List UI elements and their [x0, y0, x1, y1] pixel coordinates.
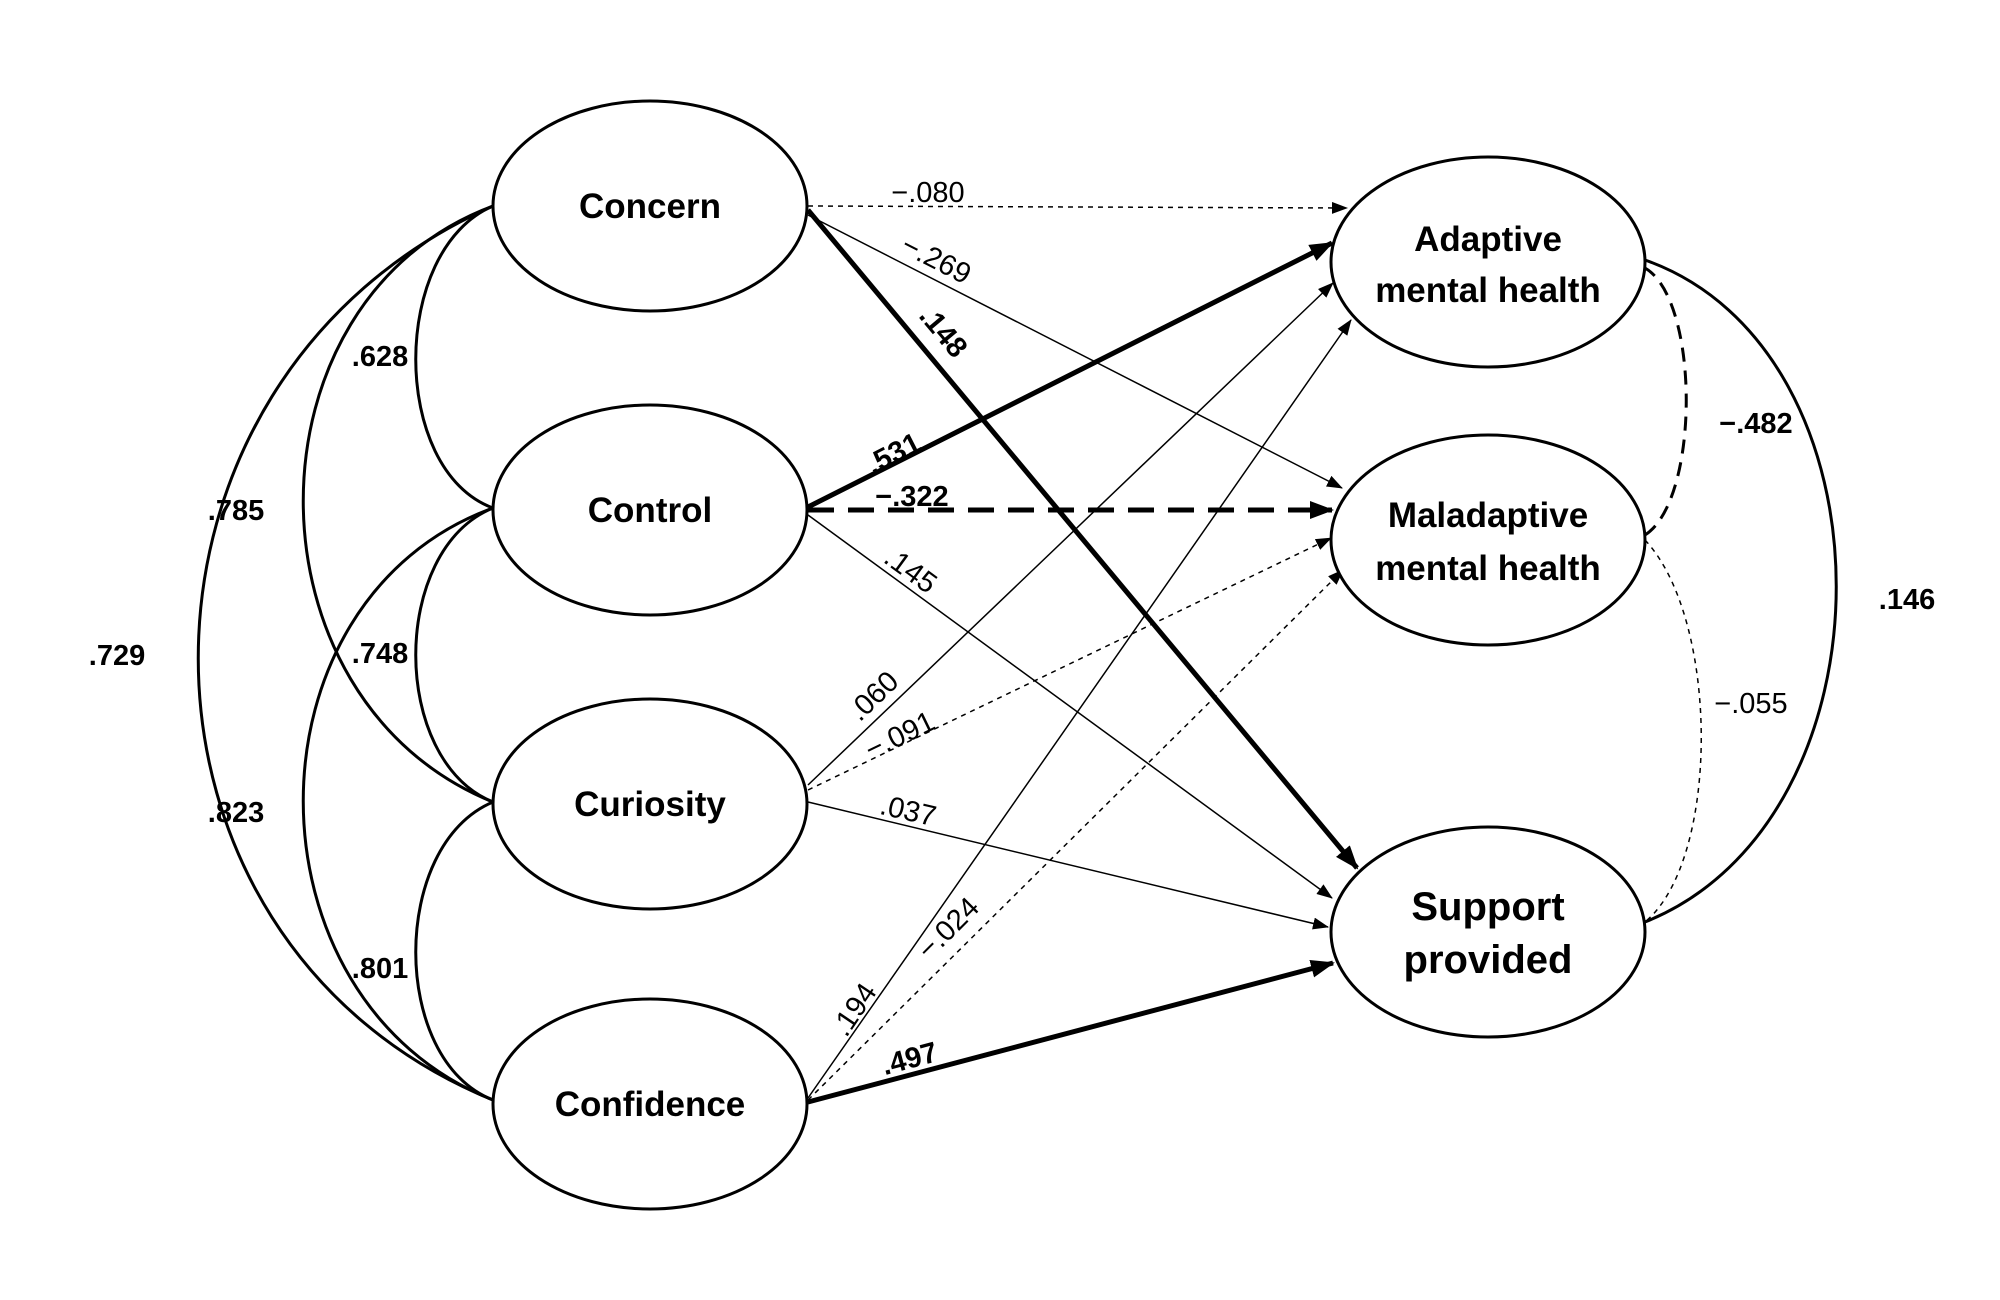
- path-curiosity-adaptive: [807, 282, 1334, 786]
- arc-concern-control: [414, 204, 494, 510]
- path-concern-support: [806, 208, 1359, 870]
- path-confidence-support: [807, 959, 1335, 1105]
- node-adaptive-label-line2: mental health: [1375, 271, 1601, 310]
- arc-control-confidence: [301, 506, 494, 1102]
- node-concern-label: Concern: [579, 187, 721, 226]
- label-corr-concern-control: .628: [352, 341, 408, 373]
- outcome-correlation-arcs: [1644, 258, 1838, 924]
- node-concern: Concern: [491, 99, 809, 313]
- arc-adaptive-support: [1644, 258, 1838, 924]
- node-adaptive-label-line1: Adaptive: [1414, 220, 1562, 259]
- correlation-labels: .628 .785 .729 .748 .823 .801 −.482 .146…: [89, 341, 1935, 985]
- path-control-support: [807, 514, 1333, 899]
- path-concern-adaptive: [807, 201, 1348, 214]
- arc-control-curiosity: [414, 506, 494, 804]
- arc-curiosity-confidence: [414, 800, 494, 1102]
- node-confidence-label: Confidence: [555, 1085, 746, 1124]
- node-curiosity-label: Curiosity: [574, 785, 726, 824]
- label-corr-control-curiosity: .748: [352, 638, 408, 670]
- label-path-curiosity-support: .037: [877, 789, 939, 833]
- node-adaptive-mental-health: Adaptive mental health: [1329, 155, 1647, 369]
- node-support-provided: Support provided: [1329, 825, 1647, 1039]
- path-confidence-adaptive: [807, 319, 1352, 1099]
- node-maladaptive-label-line1: Maladaptive: [1388, 496, 1588, 535]
- label-corr-adaptive-maladaptive: −.482: [1719, 408, 1792, 440]
- node-confidence: Confidence: [491, 997, 809, 1211]
- label-corr-control-confidence: .823: [208, 797, 264, 829]
- label-path-confidence-adaptive: .194: [825, 978, 883, 1043]
- label-path-control-adaptive: .531: [862, 427, 927, 481]
- label-corr-maladaptive-support: −.055: [1714, 688, 1787, 720]
- node-control: Control: [491, 403, 809, 617]
- node-maladaptive-label-line2: mental health: [1375, 549, 1601, 588]
- label-path-control-support: .145: [878, 541, 942, 600]
- node-support-label-line2: provided: [1404, 938, 1573, 982]
- node-maladaptive-mental-health: Maladaptive mental health: [1329, 433, 1647, 647]
- label-path-concern-support: .148: [912, 300, 973, 364]
- path-control-adaptive: [806, 240, 1334, 510]
- path-curiosity-support: [807, 801, 1329, 930]
- label-corr-adaptive-support: .146: [1879, 584, 1935, 616]
- label-path-curiosity-adaptive: .060: [842, 665, 905, 727]
- path-curiosity-maladaptive: [807, 537, 1332, 791]
- arc-concern-confidence: [196, 204, 494, 1102]
- label-path-confidence-support: .497: [878, 1037, 941, 1083]
- path-confidence-maladaptive: [807, 569, 1344, 1101]
- arc-maladaptive-support: [1644, 539, 1702, 923]
- label-corr-concern-confidence: .729: [89, 640, 145, 672]
- label-path-control-maladaptive: −.322: [875, 481, 948, 513]
- arc-concern-curiosity: [301, 204, 494, 804]
- node-control-label: Control: [588, 491, 712, 530]
- path-labels: −.080 −.269 .148 .531 −.322 .145 .060 −.…: [825, 177, 985, 1082]
- label-path-confidence-maladaptive: −.024: [911, 891, 986, 966]
- label-corr-concern-curiosity: .785: [208, 495, 264, 527]
- regression-paths: [806, 201, 1359, 1105]
- predictor-correlation-arcs: [196, 204, 494, 1102]
- path-concern-maladaptive: [807, 214, 1343, 489]
- arc-adaptive-maladaptive: [1644, 266, 1688, 537]
- label-path-concern-adaptive: −.080: [891, 177, 964, 209]
- node-support-label-line1: Support: [1411, 885, 1564, 929]
- label-path-concern-maladaptive: −.269: [896, 229, 976, 291]
- label-corr-curiosity-confidence: .801: [352, 953, 408, 985]
- node-curiosity: Curiosity: [491, 697, 809, 911]
